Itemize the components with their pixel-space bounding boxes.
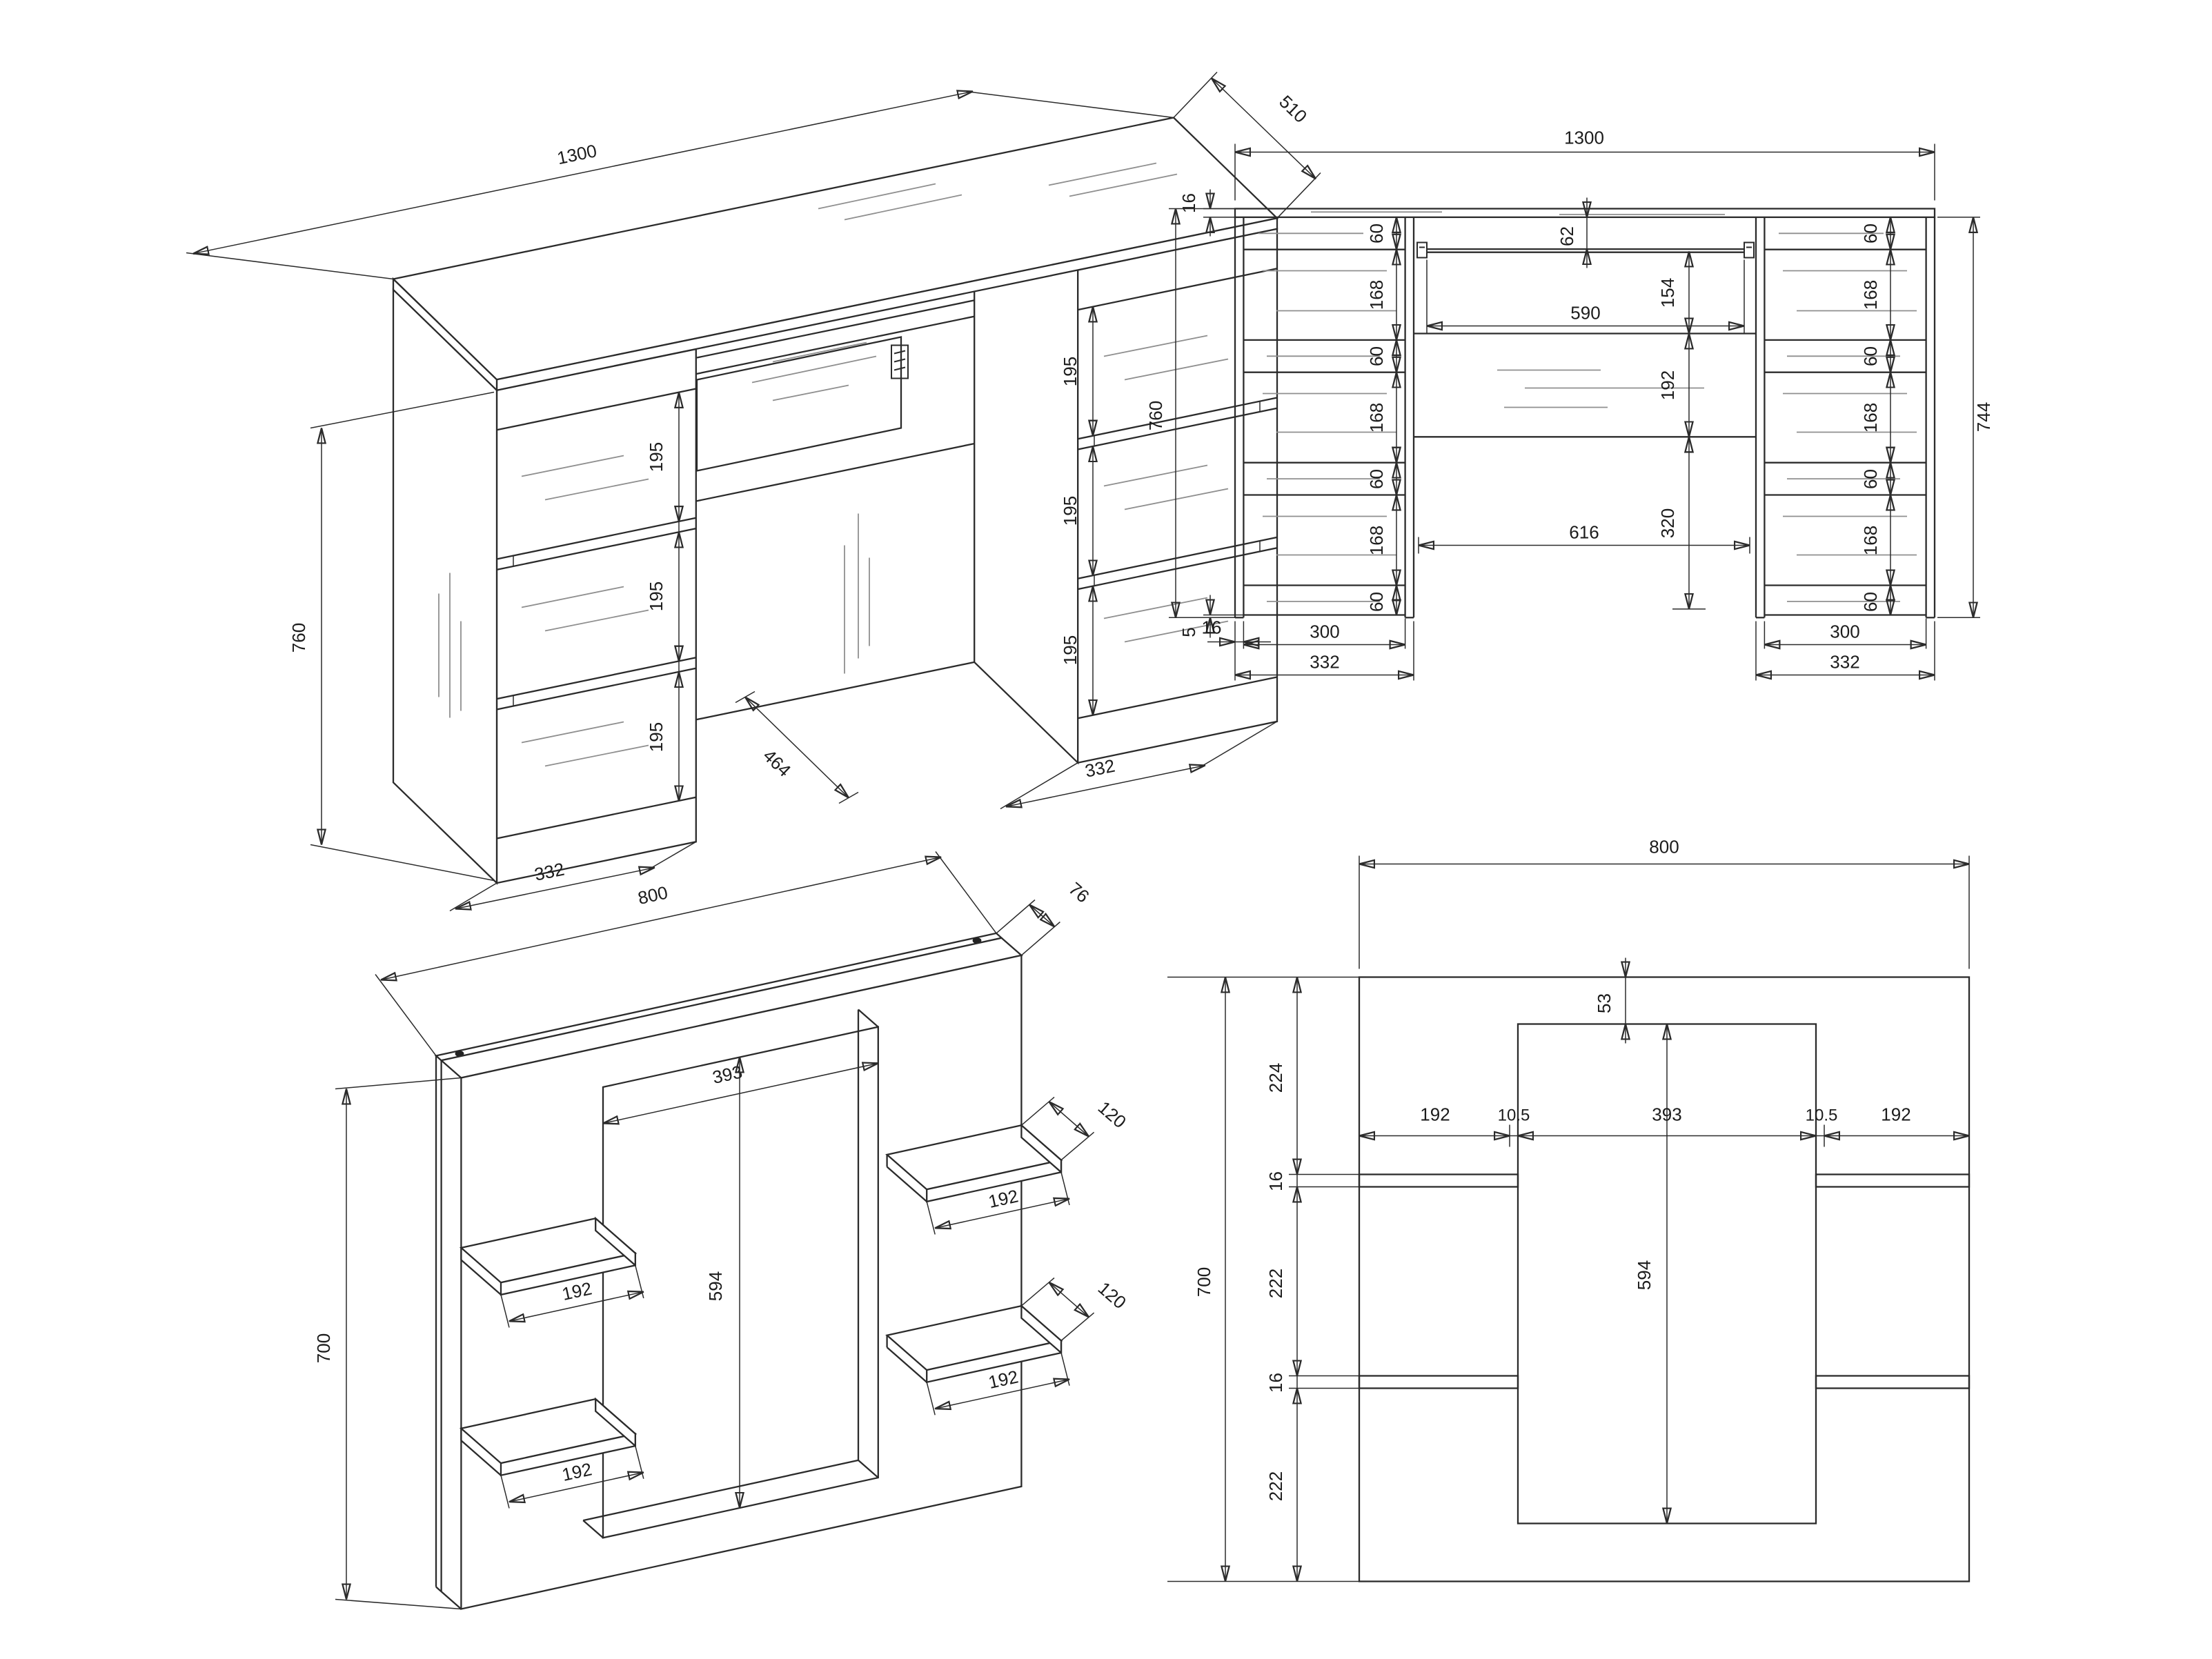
dim-label: 168 (1860, 280, 1881, 310)
desk-iso-dimensions: 1300 510 760 195 195 195 (186, 71, 1321, 912)
dim-label: 700 (1194, 1267, 1214, 1297)
dim-label: 590 (1570, 303, 1600, 324)
dim-label: 192 (1657, 370, 1678, 400)
dim-label: 760 (1145, 401, 1166, 430)
dim-label: 1300 (1564, 128, 1604, 148)
dim-label: 60 (1860, 592, 1881, 612)
dim-label: 800 (1649, 837, 1679, 857)
dim-label: 222 (1265, 1471, 1286, 1501)
dim-label: 62 (1557, 226, 1577, 246)
dim-label: 60 (1366, 346, 1387, 366)
dim-label: 16 (1265, 1171, 1286, 1191)
dim-label: 120 (1094, 1097, 1130, 1132)
dim-label: 222 (1265, 1269, 1286, 1298)
dim-label: 195 (646, 722, 666, 752)
dim-label: 510 (1275, 91, 1311, 127)
dim-label: 744 (1973, 402, 1994, 432)
tray-slide-bracket (1416, 241, 1755, 259)
dim-label: 60 (1860, 346, 1881, 366)
dim-label: 332 (1830, 652, 1859, 673)
dim-label: 594 (705, 1271, 726, 1301)
dim-label: 393 (1652, 1104, 1681, 1125)
dim-label: 195 (646, 582, 666, 611)
dim-label: 5 (1178, 627, 1199, 637)
dim-label: 168 (1366, 280, 1387, 310)
dim-label: 10.5 (1806, 1106, 1838, 1125)
dim-label: 320 (1657, 508, 1678, 538)
dim-label: 224 (1265, 1063, 1286, 1093)
dim-label: 195 (1060, 635, 1080, 665)
dim-label: 192 (1881, 1104, 1910, 1125)
dim-label: 464 (759, 745, 795, 781)
tray-slide-bracket (891, 344, 909, 379)
dim-label: 168 (1860, 403, 1881, 433)
desk-front-geometry (1234, 208, 1936, 619)
shelf-front-dimensions: 800 700 224 16 222 16 222 53 (1167, 837, 1970, 1582)
shelf-iso-geometry (434, 932, 1063, 1610)
dim-label: 60 (1860, 223, 1881, 244)
dim-label: 594 (1634, 1260, 1655, 1290)
dim-label: 60 (1366, 469, 1387, 489)
dim-label: 16 (1202, 617, 1222, 638)
desk-front-dimensions: 1300 16 760 5 16 (1145, 128, 1994, 681)
dim-label: 300 (1310, 622, 1339, 642)
dim-label: 700 (313, 1333, 334, 1363)
dim-label: 16 (1265, 1373, 1286, 1393)
dim-label: 60 (1366, 223, 1387, 244)
dim-label: 195 (1060, 496, 1080, 526)
desk-iso-geometry (391, 117, 1279, 885)
dim-label: 760 (288, 623, 309, 653)
desk-isometric-view: 1300 510 760 195 195 195 (186, 71, 1321, 912)
dim-label: 1300 (555, 140, 599, 168)
dim-label: 60 (1860, 469, 1881, 489)
dim-label: 16 (1178, 193, 1199, 213)
dim-label: 53 (1594, 993, 1614, 1013)
dim-label: 332 (1310, 652, 1339, 673)
dim-label: 800 (636, 882, 670, 908)
shelf-front-view: 800 700 224 16 222 16 222 53 (1167, 837, 1971, 1582)
dim-label: 154 (1657, 278, 1678, 308)
dim-label: 120 (1094, 1278, 1130, 1313)
dim-label: 192 (1420, 1104, 1450, 1125)
shelf-front-geometry (1358, 976, 1971, 1582)
dim-label: 168 (1366, 526, 1387, 555)
dim-label: 195 (646, 442, 666, 472)
dim-label: 76 (1065, 878, 1094, 907)
dim-label: 168 (1366, 403, 1387, 433)
dim-label: 168 (1860, 526, 1881, 555)
desk-front-view: 1300 16 760 5 16 (1145, 128, 1994, 681)
dim-label: 10.5 (1498, 1106, 1530, 1125)
dim-label: 300 (1830, 622, 1859, 642)
dim-label: 616 (1569, 522, 1599, 543)
dim-label: 195 (1060, 357, 1080, 386)
dim-label: 60 (1366, 592, 1387, 612)
shelf-isometric-view: 800 76 700 393 594 192 (313, 851, 1130, 1610)
